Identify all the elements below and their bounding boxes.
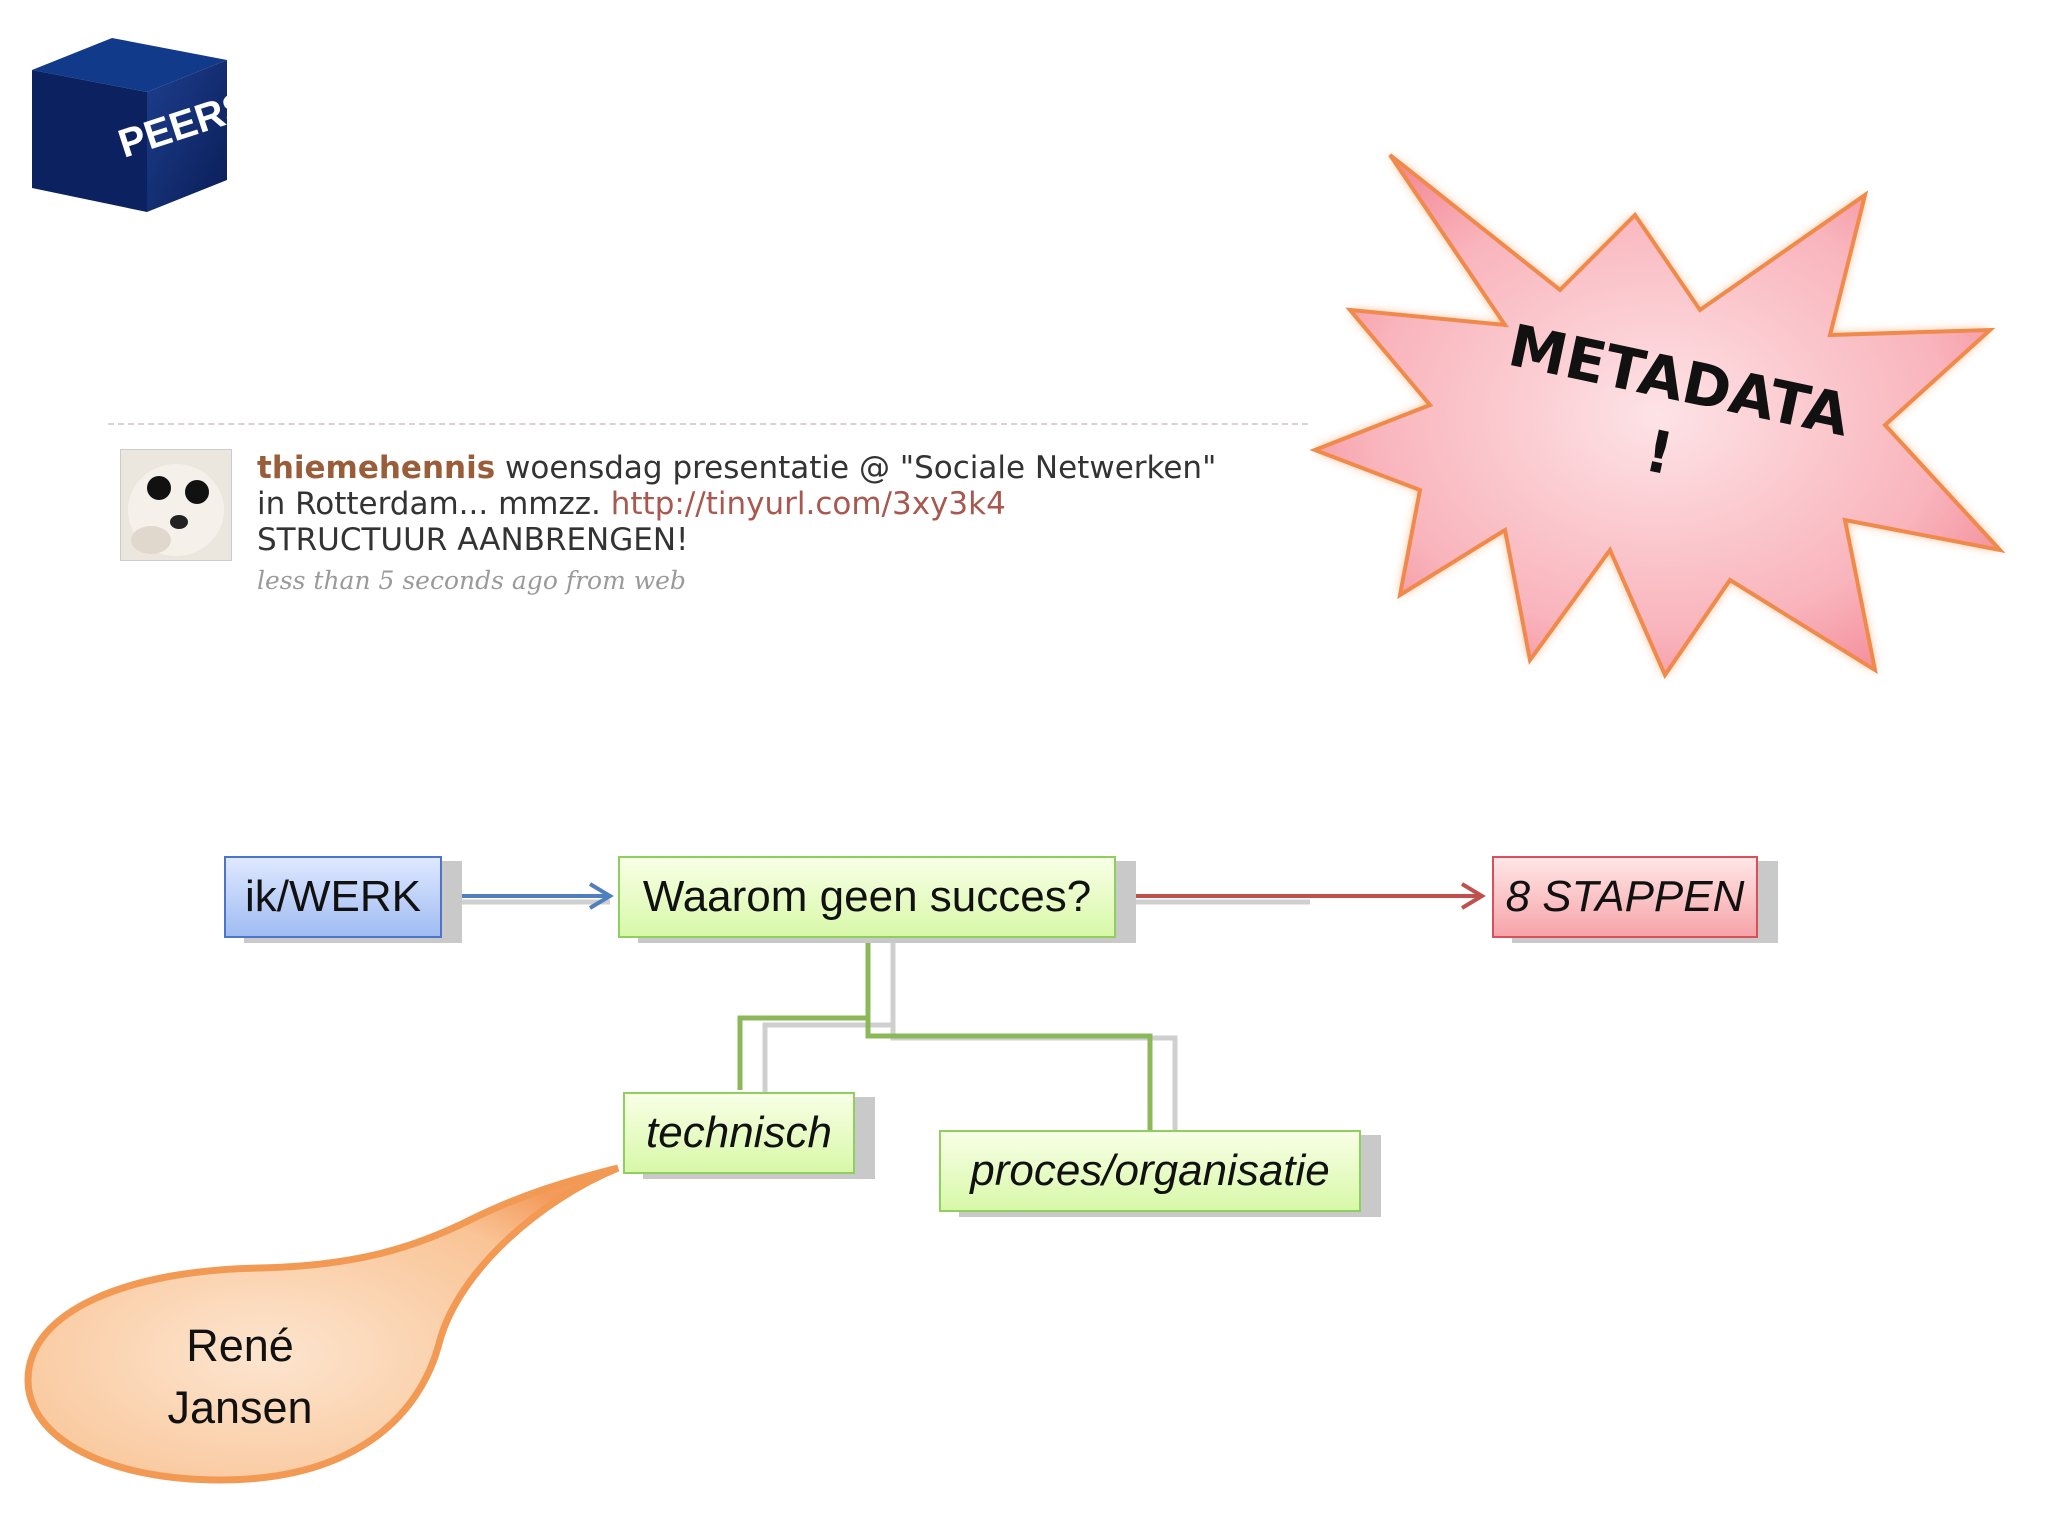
tweet-username[interactable]: thiemehennis	[257, 450, 496, 486]
result-box: 8 STAPPEN	[1492, 856, 1758, 938]
tweet-line2: in Rotterdam... mmzz.	[257, 486, 611, 522]
callout-line1: René	[186, 1320, 294, 1371]
metadata-starburst: METADATA !	[1310, 153, 2006, 680]
peers-logo: PEERS	[32, 38, 242, 212]
tweet-divider	[108, 423, 1308, 425]
tweet-meta: less than 5 seconds ago from web	[257, 566, 686, 595]
child-box-technisch: technisch	[623, 1092, 855, 1174]
child-box-proces: proces/organisatie	[939, 1130, 1361, 1212]
tree-connector	[737, 940, 1153, 1130]
diagram-connectors	[442, 882, 1486, 1130]
callout-text: René Jansen	[140, 1315, 340, 1439]
dog-avatar-icon	[121, 450, 231, 560]
callout-line2: Jansen	[167, 1382, 313, 1433]
tweet-text: thiemehennis woensdag presentatie @ "Soc…	[257, 450, 1307, 558]
flow-diagram: ik/WERK Waarom geen succes? 8 STAPPEN te…	[0, 840, 2048, 1340]
user-avatar[interactable]	[120, 449, 232, 561]
tweet-line3: STRUCTUUR AANBRENGEN!	[257, 522, 689, 558]
question-box: Waarom geen succes?	[618, 856, 1116, 938]
speech-callout	[24, 1164, 620, 1484]
start-box: ik/WERK	[224, 856, 442, 938]
tweet-line1: woensdag presentatie @ "Sociale Netwerke…	[495, 450, 1217, 486]
tweet-link[interactable]: http://tinyurl.com/3xy3k4	[610, 486, 1006, 522]
